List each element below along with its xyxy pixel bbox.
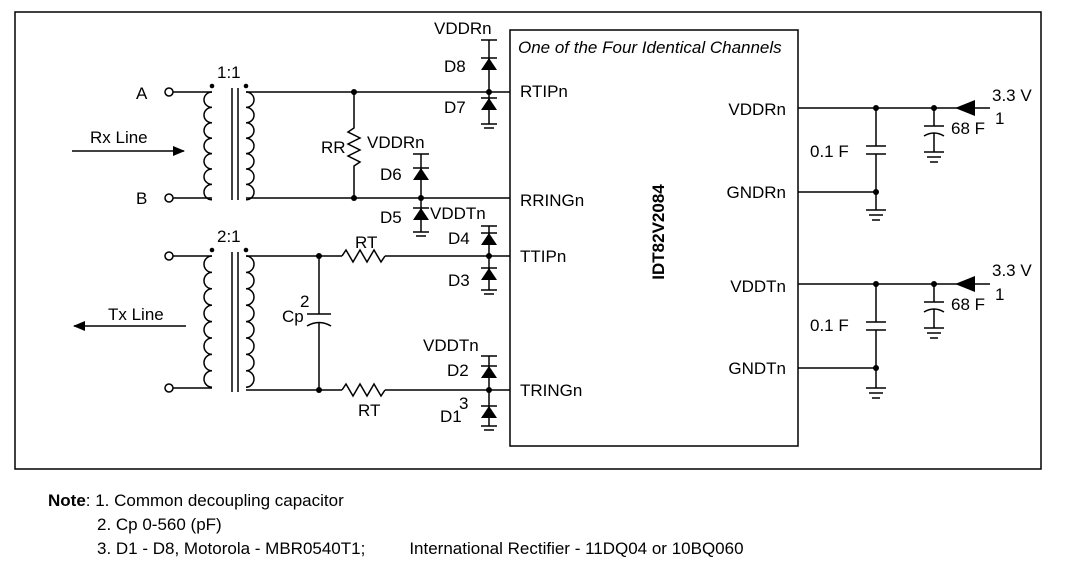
diode-d7 [481, 97, 497, 110]
rt-label-bottom: RT [358, 401, 380, 420]
vddr-label-mid: VDDRn [367, 133, 425, 152]
note-line-2: 2. Cp 0-560 (pF) [48, 513, 744, 537]
note-line-3: 3. D1 - D8, Motorola - MBR0540T1; Interna… [48, 537, 744, 561]
ground-rx [866, 209, 886, 221]
cp-superscript: 2 [300, 292, 309, 311]
pin-rring: RRINGn [520, 191, 584, 210]
cap-tx-big-superscript: 1 [995, 285, 1004, 304]
terminal-b-label: B [136, 189, 147, 208]
ratio-rx: 1:1 [217, 63, 241, 82]
diode-d1 [481, 405, 497, 418]
pin-ttip: TTIPn [520, 247, 566, 266]
diode-d2 [481, 365, 497, 378]
chip-name: IDT82V2084 [649, 184, 668, 280]
resistor-rr [346, 92, 362, 198]
notes-section: Note: 1. Common decoupling capacitor 2. … [48, 489, 744, 561]
capacitor-rx-big [923, 108, 945, 163]
d7-label: D7 [444, 98, 466, 117]
diode-d4 [481, 232, 497, 245]
d4-label: D4 [448, 229, 470, 248]
rt-label-top: RT [355, 233, 377, 252]
note-3a: 3. D1 - D8, Motorola - MBR0540T1; [97, 539, 366, 558]
diode-d3 [481, 267, 497, 280]
outer-frame [14, 11, 1042, 470]
d2-label: D2 [447, 361, 469, 380]
pin-gndr: GNDRn [726, 183, 786, 202]
rx-line-label: Rx Line [90, 128, 148, 147]
cap-rx-big-label: 68 F [951, 119, 985, 138]
resistor-rt-bottom [341, 382, 386, 398]
note-label: Note [48, 491, 86, 510]
diode-d8 [481, 57, 497, 70]
capacitor-tx-small [866, 284, 886, 388]
chip-box [509, 29, 799, 447]
note-2: 2. Cp 0-560 (pF) [97, 515, 222, 534]
terminal-tx-top [164, 251, 174, 261]
vddt-label-bottom: VDDTn [423, 336, 479, 355]
supply-tx-label: 3.3 V [992, 261, 1032, 280]
d6-label: D6 [380, 165, 402, 184]
cap-rx-small-label: 0.1 F [810, 142, 849, 161]
supply-rx-label: 3.3 V [992, 86, 1032, 105]
pin-vddr: VDDRn [728, 100, 786, 119]
cap-tx-small-label: 0.1 F [810, 316, 849, 335]
diode-d6 [413, 167, 429, 180]
ratio-tx: 2:1 [217, 227, 241, 246]
cap-tx-big-label: 68 F [951, 295, 985, 314]
capacitor-cp [306, 256, 332, 390]
terminal-tx-bottom [164, 383, 174, 393]
tx-line-label: Tx Line [108, 305, 164, 324]
note-3b: International Rectifier - 11DQ04 or 10BQ… [409, 539, 744, 558]
d1-superscript: 3 [459, 394, 468, 413]
d5-label: D5 [380, 208, 402, 227]
tx-transformer [203, 247, 255, 392]
supply-rx-arrow [955, 100, 975, 116]
note-1: : 1. Common decoupling capacitor [85, 491, 344, 510]
d3-label: D3 [448, 271, 470, 290]
resistor-rt-top [341, 248, 386, 264]
note-line-1: Note: 1. Common decoupling capacitor [48, 489, 744, 513]
channel-title: One of the Four Identical Channels [518, 38, 782, 57]
rx-transformer [203, 83, 255, 201]
diode-d5 [413, 207, 429, 220]
d8-label: D8 [444, 57, 466, 76]
vddt-label-mid: VDDTn [430, 204, 486, 223]
pin-gndt: GNDTn [728, 359, 786, 378]
terminal-a [164, 87, 174, 97]
cp-label: Cp [282, 307, 304, 326]
ground-tx [866, 387, 886, 399]
capacitor-tx-big [923, 284, 945, 339]
pin-vddt: VDDTn [730, 277, 786, 296]
d1-label: D1 [440, 407, 462, 426]
cap-rx-big-superscript: 1 [995, 109, 1004, 128]
terminal-a-label: A [136, 84, 148, 103]
pin-tring: TRINGn [520, 381, 582, 400]
pin-rtip: RTIPn [520, 82, 568, 101]
terminal-b [164, 193, 174, 203]
vddr-label-top: VDDRn [434, 19, 492, 38]
capacitor-rx-small [866, 108, 886, 210]
supply-tx-arrow [955, 276, 975, 292]
rr-label: RR [321, 138, 346, 157]
